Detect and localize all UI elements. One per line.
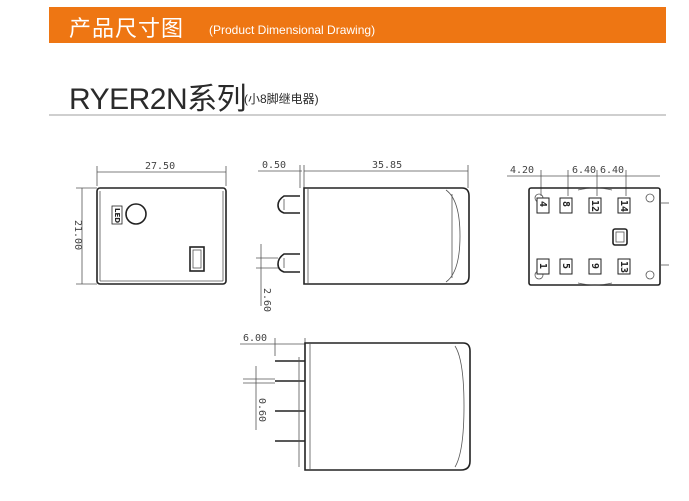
bottom-pitch-a-label: 4.20 (510, 165, 534, 176)
pin-gap-label: 2.60 (261, 288, 272, 312)
pin-length-label: 6.00 (243, 333, 267, 344)
side-pin-lower (277, 253, 300, 273)
center-key (612, 228, 628, 246)
bottom-view: 4.20 6.40 6.40 4 8 12 14 1 5 9 (507, 165, 669, 286)
front-view: 27.50 21.00 LED (72, 161, 227, 285)
led-label: LED (113, 208, 121, 223)
pin-box-9 (588, 258, 602, 275)
pin-box-14 (617, 197, 631, 214)
section-header: 产品尺寸图 (Product Dimensional Drawing) (49, 7, 666, 43)
body-length-label: 35.85 (372, 160, 402, 171)
pin-label-13: 13 (618, 261, 629, 273)
front-height-label: 21.00 (72, 220, 83, 250)
front-window-inner (192, 249, 202, 269)
pin-box-5 (559, 258, 573, 275)
pin-label-14: 14 (618, 200, 629, 212)
side-pin-upper (277, 195, 300, 214)
model-title: RYER2N系列 (69, 83, 247, 116)
side-body (303, 187, 470, 285)
corner-hole-tr (645, 193, 655, 203)
pin-label-12: 12 (589, 200, 600, 212)
pin-box-8 (559, 197, 573, 214)
top-body-curve (454, 345, 465, 468)
front-window (189, 246, 205, 272)
side-view: 0.50 35.85 2.60 (256, 160, 470, 312)
center-key-inner (615, 231, 625, 243)
pin-label-9: 9 (589, 263, 600, 269)
front-body (96, 187, 227, 285)
bottom-pitch-b-label: 6.40 (572, 165, 596, 176)
pin-box-1 (536, 258, 550, 275)
top-body (304, 342, 471, 471)
top-view: 6.00 0.60 (240, 333, 471, 471)
bottom-notch (577, 282, 613, 286)
pin-label-8: 8 (560, 201, 571, 207)
led-indicator (125, 203, 147, 225)
pin-box-13 (617, 258, 631, 275)
side-body-curve (445, 189, 461, 283)
model-description: (小8脚继电器) (244, 92, 319, 106)
front-width-label: 27.50 (145, 161, 175, 172)
pin-label-4: 4 (537, 201, 548, 207)
pin-thickness-label: 0.60 (256, 398, 267, 422)
led-label-box (111, 205, 123, 225)
title-divider (49, 114, 666, 116)
pin-label-5: 5 (560, 263, 571, 269)
pin-box-12 (588, 197, 602, 214)
pin-box-4 (536, 197, 550, 214)
corner-hole-br (645, 270, 655, 280)
pin-offset-label: 0.50 (262, 160, 286, 171)
section-subtitle: (Product Dimensional Drawing) (209, 23, 376, 37)
pin-label-1: 1 (537, 263, 548, 269)
top-notch (577, 187, 613, 191)
bottom-pitch-c-label: 6.40 (600, 165, 624, 176)
section-title: 产品尺寸图 (69, 16, 185, 41)
